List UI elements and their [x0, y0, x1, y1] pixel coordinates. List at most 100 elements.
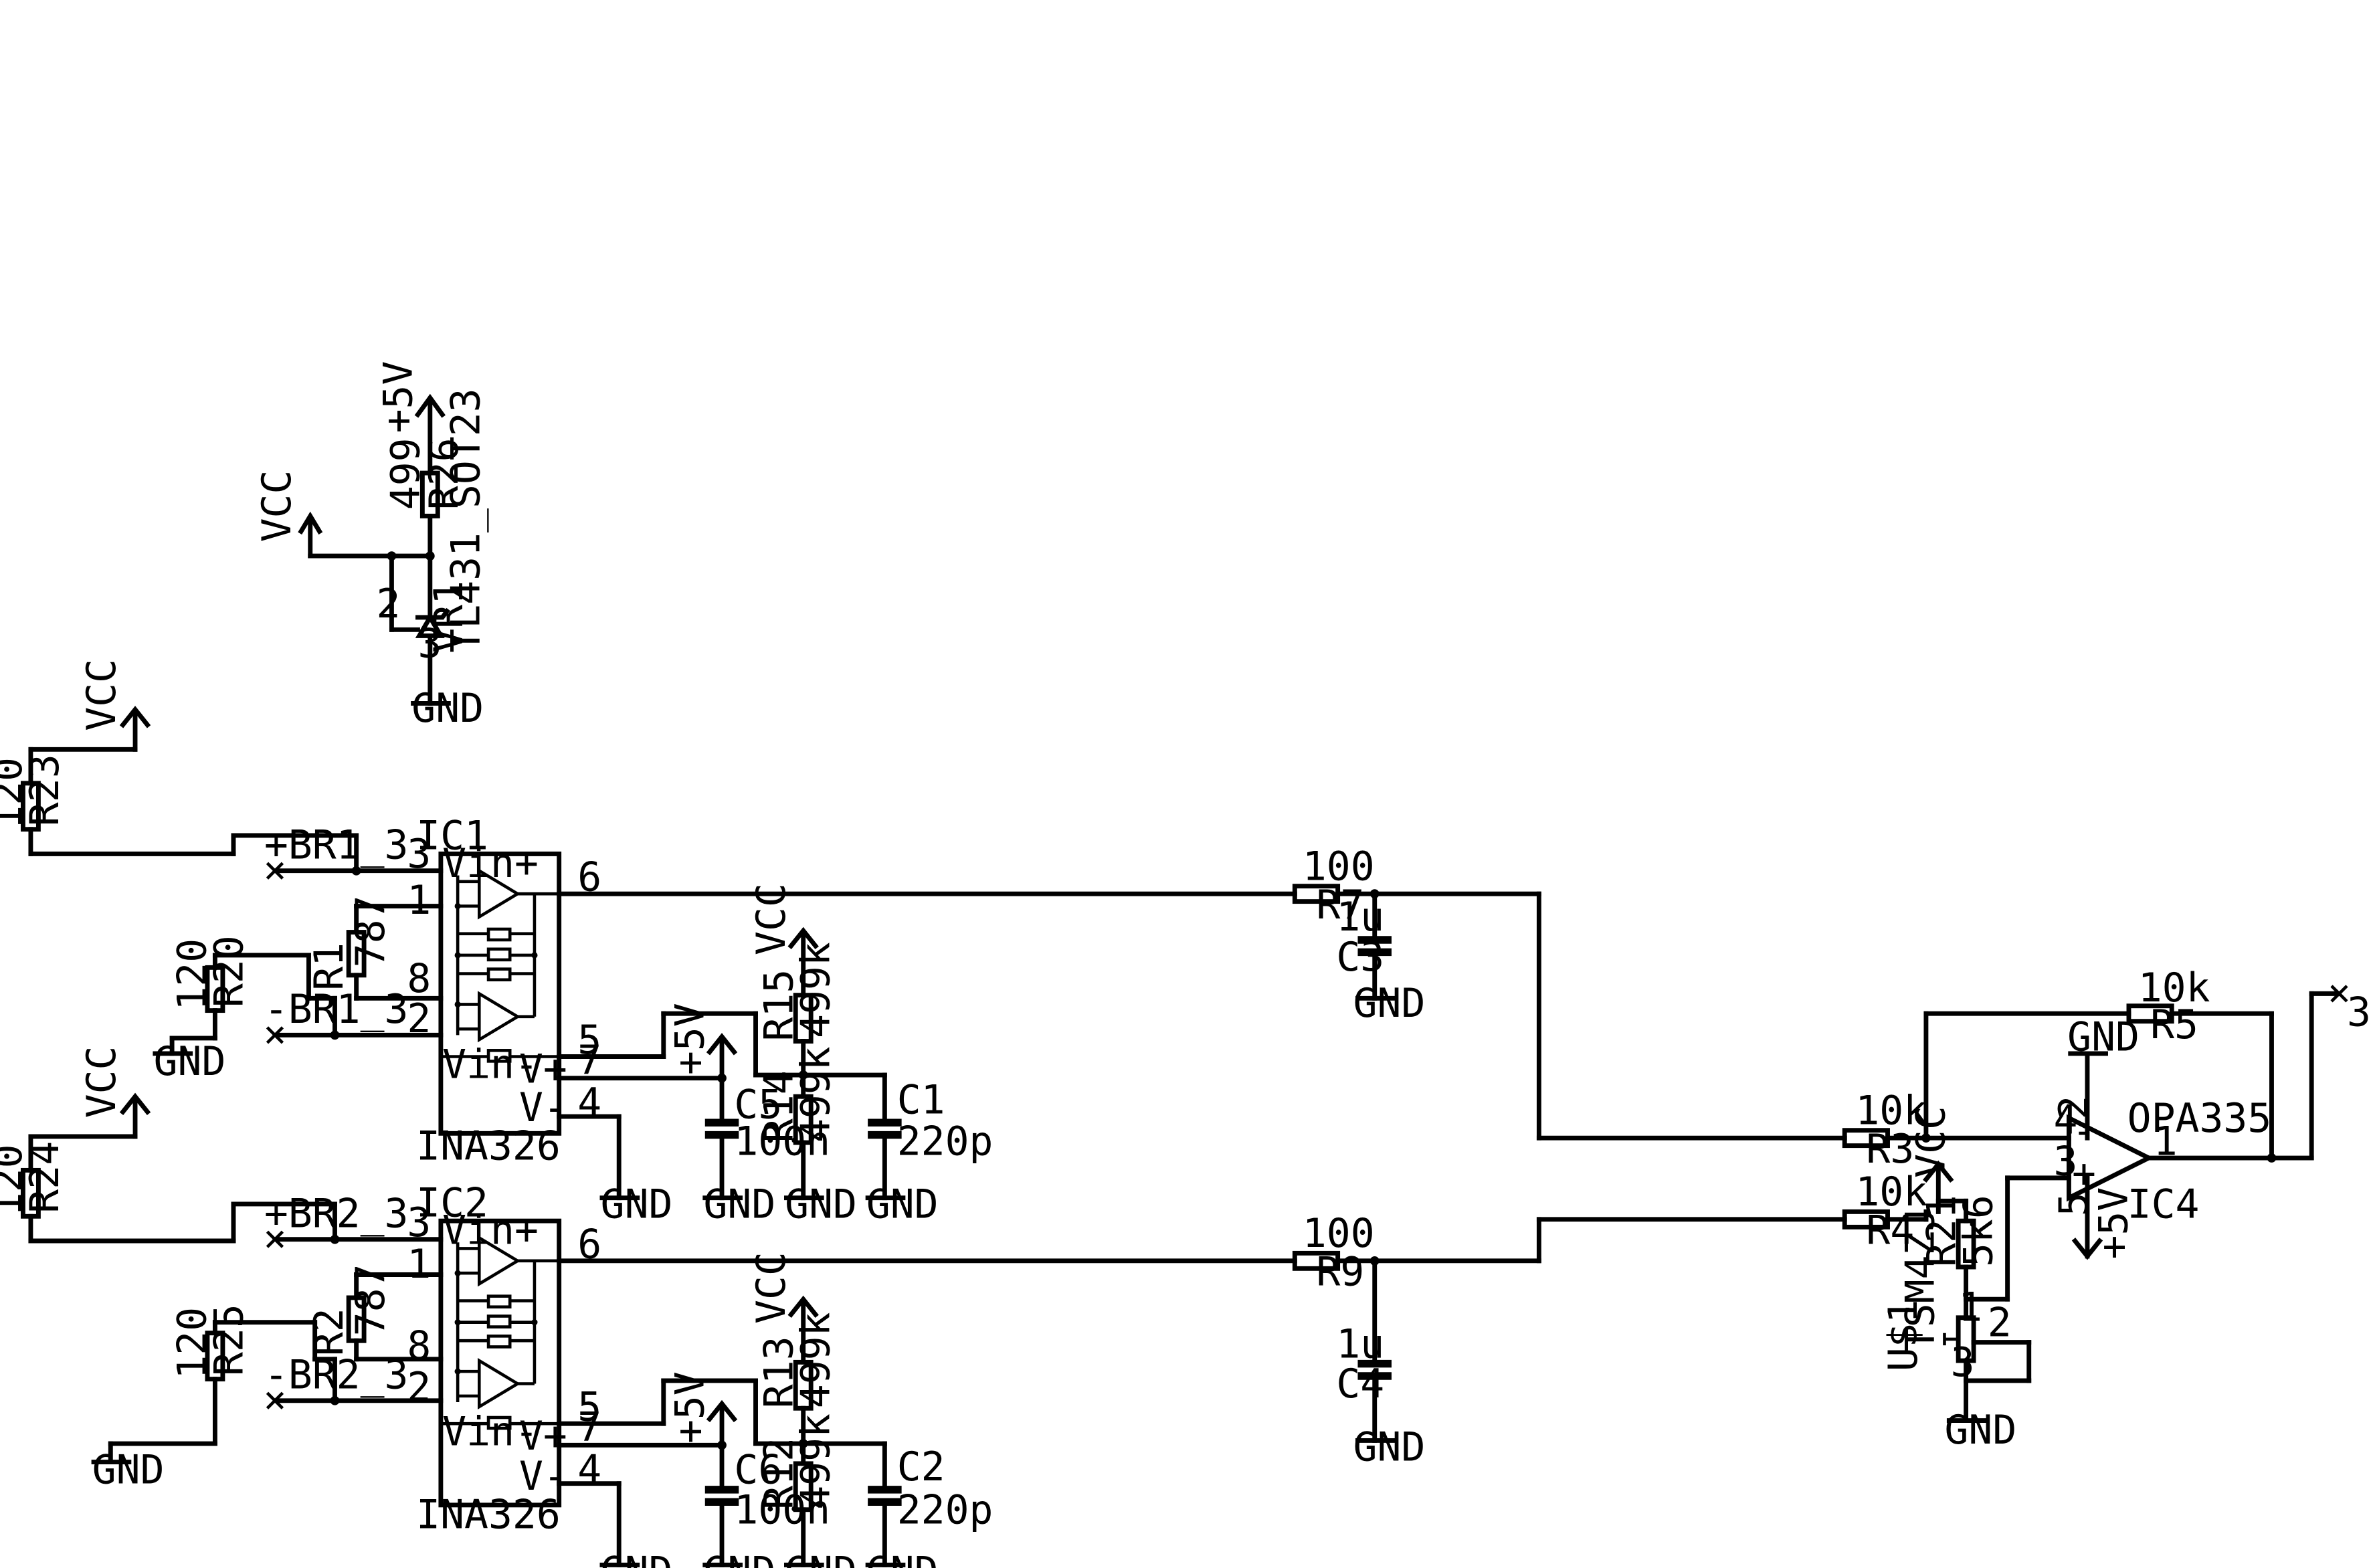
ic2-pin4: 4 [577, 1448, 601, 1494]
gnd-label: GND [2067, 1014, 2140, 1060]
out-label: 3 [2347, 990, 2371, 1036]
c2-name: C2 [897, 1444, 945, 1490]
r25-value: 120 [170, 1307, 216, 1379]
r2-name: R2 [306, 1308, 353, 1356]
channel1-wiring: +5V C5 100n GND GND VCC R15 499k R14 499… [557, 883, 1297, 1228]
ic1-ina326: IC1 INA326 Vin+ Vin- V+ V- 3 1 8 2 6 5 7… [407, 813, 601, 1170]
ic2-value: INA326 [416, 1492, 561, 1538]
r21-value: 5k6 [1956, 1195, 2002, 1267]
c6-name: C6 [734, 1448, 782, 1494]
ic1-pin3: 3 [407, 831, 431, 878]
r7-value: 100 [1303, 844, 1375, 890]
vcc-label: VCC [749, 1252, 795, 1324]
c6-value: 100n [734, 1487, 830, 1533]
vcc-label-r24: VCC [79, 1046, 125, 1118]
ic2-name: IC2 [416, 1180, 488, 1226]
gnd-label: GND [866, 1549, 939, 1568]
p5v-label: +5V [667, 1371, 713, 1444]
vcc-label: VCC [749, 883, 795, 955]
r4-name: R4 [1866, 1208, 1914, 1254]
gnd-label: GND [703, 1182, 775, 1228]
r7-name: R7 [1316, 882, 1364, 928]
r20-value: 120 [170, 939, 216, 1011]
r9-name: R9 [1316, 1250, 1364, 1296]
gnd-label: GND [154, 1039, 226, 1085]
r24-value: 120 [0, 1144, 31, 1216]
ic4-name: IC4 [2127, 1182, 2200, 1228]
r12-value: 499k [793, 1413, 840, 1510]
ic1-pin8: 8 [407, 956, 431, 1002]
ic1-vplus: V+ [519, 1047, 567, 1093]
r20-name: R20 [207, 935, 253, 1007]
r13-name: R13 [757, 1336, 803, 1408]
c5-value: 100n [734, 1118, 830, 1165]
gnd-label: GND [601, 1182, 673, 1228]
ic1-pin4: 4 [577, 1080, 601, 1126]
vcc-label: VCC [1908, 1106, 1954, 1178]
gnd-label: GND [1353, 1424, 1426, 1470]
gnd-label: GND [703, 1549, 775, 1568]
ic2-amp-bottom [477, 1358, 521, 1409]
vr1-value: TL431_SOT23 [443, 388, 489, 652]
r23-name: R23 [22, 754, 68, 826]
pot-pin2: 2 [1988, 1300, 2012, 1346]
gnd-label: GND [1353, 981, 1426, 1027]
ic2-vminus: V- [519, 1454, 567, 1500]
ic1-pin1: 1 [407, 878, 431, 924]
r1-value: 787 [348, 896, 394, 968]
r24-name: R24 [22, 1141, 68, 1213]
r3-value: 10k [1855, 1088, 1927, 1135]
r4-value: 10k [1855, 1169, 1927, 1215]
junction [330, 1395, 340, 1405]
r14-value: 499k [793, 1046, 840, 1143]
junction [330, 1030, 340, 1040]
gnd-label: GND [411, 686, 484, 732]
opamp-ic4 [2066, 1114, 2154, 1202]
channel2-input: VCC 120 R24 +BR2_3 120 R25 GND -BR2_3 [0, 1046, 444, 1494]
vr1-pin2: 2 [376, 581, 400, 627]
gnd-label: GND [1944, 1407, 2016, 1454]
c5-name: C5 [734, 1082, 782, 1128]
r5-name: R5 [2150, 1002, 2198, 1048]
c4-value: 1u [1336, 1321, 1384, 1367]
junction [351, 866, 361, 876]
vr1-name: VR1 [426, 581, 472, 653]
ic2-pin3: 3 [407, 1200, 431, 1246]
rc-filters: 100 R7 1u C3 GND 100 R9 1u C4 GND [1292, 844, 1847, 1470]
channel1-input: VCC 120 R23 +BR1_3 120 R20 GND -BR1_3 [0, 659, 444, 1085]
ic2-pin2: 2 [407, 1365, 431, 1411]
ic2-pin1: 1 [407, 1242, 431, 1288]
ic4-plus: + [2072, 1151, 2096, 1197]
gnd-label: GND [601, 1549, 673, 1568]
ic1-pin2: 2 [407, 996, 431, 1042]
r13-value: 499k [793, 1312, 840, 1408]
r15-name: R15 [757, 969, 803, 1042]
ic4-pin5: 5 [2051, 1192, 2097, 1216]
output-terminal [2330, 985, 2348, 1003]
us1-name: U$1 [1881, 1299, 1927, 1371]
r3-name: R3 [1866, 1126, 1914, 1173]
c4-name: C4 [1336, 1361, 1384, 1407]
junction [330, 1234, 340, 1244]
p5v-label: +5V [375, 361, 421, 433]
br1-minus-label: -BR1_3 [264, 987, 409, 1033]
ic2-pin8: 8 [407, 1323, 431, 1369]
br1-plus-label: +BR1_3 [264, 822, 409, 868]
ic1-vminus: V- [519, 1085, 567, 1131]
ic2-body [438, 1218, 562, 1508]
c1-name: C1 [897, 1077, 945, 1123]
ic4-pin4: 4 [2053, 1097, 2077, 1143]
ic4-value: OPA335 [2127, 1096, 2272, 1142]
r9-value: 100 [1303, 1211, 1375, 1257]
c2-value: 220p [897, 1487, 993, 1533]
ic1-value: INA326 [416, 1123, 561, 1169]
reference-section: +5V 499 R26 VCC 2 3 VR1 TL431_SOT23 GND [254, 361, 489, 732]
pot-wiper-arrow [1943, 1333, 1959, 1346]
r23-value: 120 [0, 757, 31, 829]
ic1-body [438, 852, 562, 1136]
gnd-label: GND [92, 1448, 165, 1494]
p5v-label: +5V [667, 1003, 713, 1075]
r5-value: 10k [2138, 965, 2210, 1011]
r12-name: R12 [757, 1438, 803, 1510]
us1-value: TSM4ZJ [1897, 1207, 1943, 1352]
